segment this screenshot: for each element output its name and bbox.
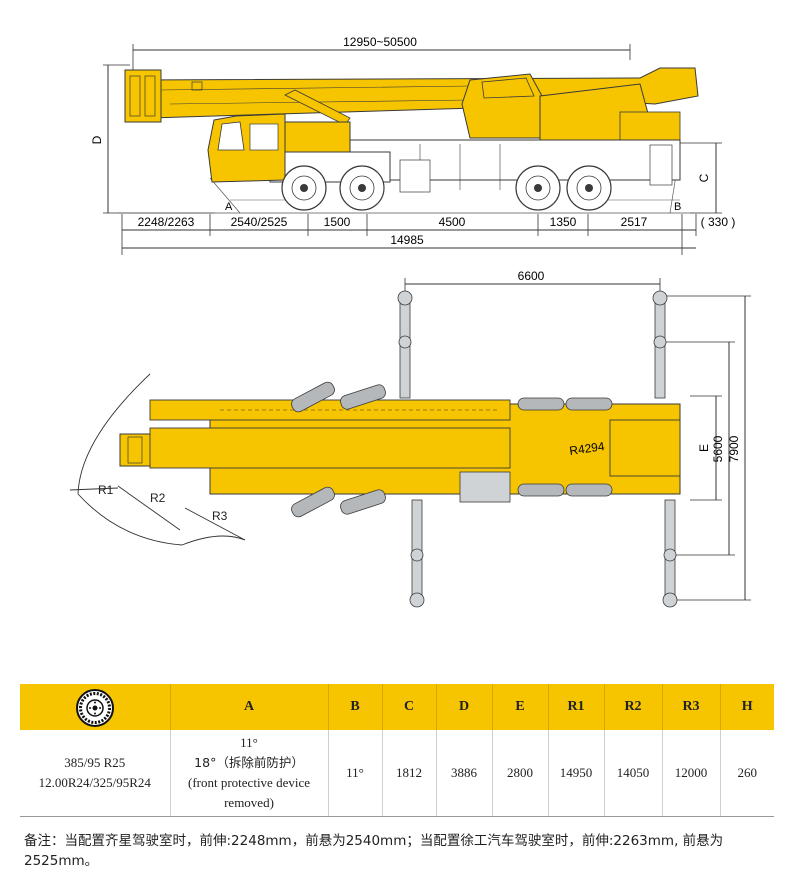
label-r1: R1: [98, 483, 114, 497]
outrigger-span-label: 6600: [518, 269, 545, 283]
label-7900: 7900: [727, 435, 741, 462]
tire-spec-cell: 385/95 R25 12.00R24/325/95R24: [20, 730, 171, 817]
label-5600: 5600: [711, 435, 725, 462]
top-tires: [291, 381, 613, 518]
label-d: D: [90, 135, 104, 144]
footnote: 备注：当配置齐星驾驶室时，前伸:2248mm，前悬为2540mm；当配置徐工汽车…: [24, 833, 724, 869]
tire-header-cell: [20, 684, 171, 730]
outriggers: [397, 290, 678, 608]
carrier-body: [269, 121, 681, 193]
value-r3-cell: 12000: [662, 730, 721, 817]
value-a-line-3: (front protective device: [188, 775, 310, 790]
segment-6: 2517: [621, 215, 648, 229]
segment-2: 2540/2525: [231, 215, 288, 229]
value-a-line-2: 18°（拆除前防护）: [194, 755, 304, 770]
dimension-c: C: [680, 142, 722, 214]
label-r3: R3: [212, 509, 228, 523]
label-c: C: [697, 173, 711, 182]
value-d-cell: 3886: [436, 730, 493, 817]
label-e: E: [697, 444, 711, 452]
tire-icon: [75, 689, 114, 727]
segment-1: 2248/2263: [138, 215, 195, 229]
overall-length-dimension: 14985: [122, 233, 696, 249]
header-r1: R1: [548, 684, 605, 730]
boom-side: [124, 67, 699, 126]
spec-table: A B C D E R1 R2 R3 H 385/95 R25 12.00R24…: [20, 684, 774, 817]
boom-length-dimension: 12950~50500: [132, 35, 631, 70]
table-row: 385/95 R25 12.00R24/325/95R24 11° 18°（拆除…: [20, 730, 774, 817]
tire-spec-2: 12.00R24/325/95R24: [38, 775, 151, 790]
width-dimensions: E 5600 7900: [665, 295, 751, 601]
header-d: D: [436, 684, 493, 730]
segment-5: 1350: [550, 215, 577, 229]
value-b-cell: 11°: [328, 730, 383, 817]
truck-cab: [207, 113, 286, 183]
label-r4294: R4294: [568, 439, 605, 458]
table-header-row: A B C D E R1 R2 R3 H: [20, 684, 774, 730]
value-r2-cell: 14050: [604, 730, 663, 817]
top-view: 6600 E 5600 7900: [69, 269, 751, 608]
boom-length-label: 12950~50500: [343, 35, 417, 49]
side-wheels: [281, 165, 612, 211]
segment-3: 1500: [324, 215, 351, 229]
value-a-cell: 11° 18°（拆除前防护） (front protective device …: [170, 730, 329, 817]
header-r3: R3: [662, 684, 721, 730]
overall-length-label: 14985: [390, 233, 424, 247]
value-c-cell: 1812: [382, 730, 437, 817]
header-b: B: [328, 684, 383, 730]
rear-overhang: ( 330 ): [701, 215, 736, 229]
value-e-cell: 2800: [492, 730, 549, 817]
label-r2: R2: [150, 491, 166, 505]
header-a: A: [170, 684, 329, 730]
carrier-top: R4294: [119, 399, 681, 503]
operator-cab: [461, 73, 681, 143]
value-a-line-1: 11°: [240, 735, 258, 750]
crane-dimension-drawing: 12950~50500 D C: [69, 35, 751, 608]
header-r2: R2: [604, 684, 663, 730]
turning-radii: R1 R2 R3: [69, 373, 246, 546]
segment-dimensions: 2248/2263 2540/2525 1500 4500 1350 2517 …: [121, 214, 736, 255]
header-h: H: [720, 684, 774, 730]
value-h-cell: 260: [720, 730, 774, 817]
label-b: B: [674, 201, 681, 213]
header-e: E: [492, 684, 549, 730]
header-c: C: [382, 684, 437, 730]
value-a-line-4: removed): [224, 795, 274, 810]
side-view: 12950~50500 D C: [90, 35, 735, 255]
outrigger-span-dimension: 6600: [404, 269, 661, 295]
value-r1-cell: 14950: [548, 730, 605, 817]
tire-spec-1: 385/95 R25: [64, 755, 126, 770]
label-a: A: [225, 201, 233, 213]
segment-4: 4500: [439, 215, 466, 229]
